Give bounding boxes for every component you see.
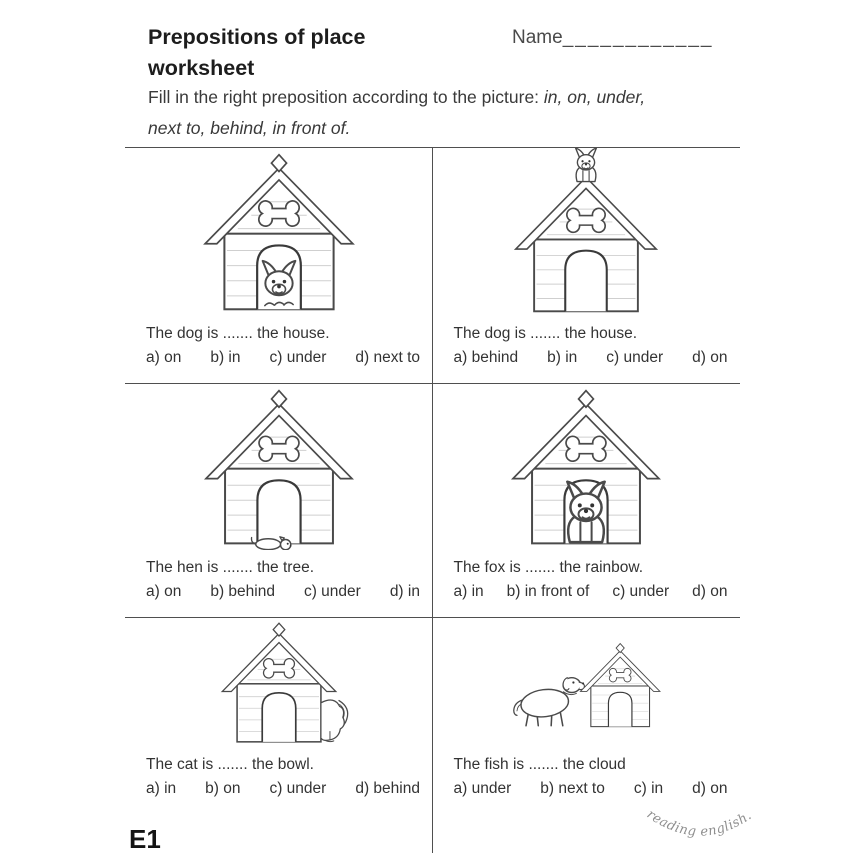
question-text: The cat is ....... the bowl. — [146, 756, 314, 773]
dog-next-to-house-icon — [513, 676, 586, 727]
question-text: The dog is ....... the house. — [453, 325, 638, 342]
option-b[interactable]: b) on — [205, 780, 241, 797]
exercise-grid: The dog is ....... the house. a) on b) i… — [125, 147, 740, 853]
animal-behind-house-icon — [320, 699, 349, 743]
dog-on-roof-icon — [575, 148, 598, 183]
roof-finial-icon — [272, 622, 286, 637]
roof-finial-icon — [577, 389, 595, 409]
grid-center-divider — [432, 147, 433, 853]
option-a[interactable]: a) on — [146, 583, 182, 600]
instructions: Fill in the right preposition according … — [148, 82, 748, 144]
instructions-regular: Fill in the right preposition according … — [148, 87, 544, 107]
options-row: a) under b) next to c) in d) on — [454, 777, 728, 801]
option-c[interactable]: c) under — [269, 780, 327, 797]
exercise-cell-1: The dog is ....... the house. a) on b) i… — [125, 148, 433, 383]
question-block-3: The hen is ....... the tree. a) on b) be… — [125, 556, 433, 617]
page-title: Prepositions of place worksheet — [148, 22, 365, 84]
option-a[interactable]: a) in — [453, 583, 484, 600]
roof-finial-icon — [615, 643, 625, 654]
reading-english-watermark: reading english. — [644, 807, 755, 840]
question-block-5: The cat is ....... the bowl. a) in b) on… — [125, 753, 433, 853]
option-a[interactable]: a) in — [146, 780, 177, 797]
question-text: The hen is ....... the tree. — [146, 559, 315, 576]
page-title-line2: worksheet — [148, 56, 255, 80]
exercise-cell-2: The dog is ....... the house. a) behind … — [433, 148, 741, 383]
option-b[interactable]: b) in front of — [506, 583, 590, 600]
doghouse-dog-in-illustration — [203, 153, 354, 311]
option-c[interactable]: c) under — [612, 583, 670, 600]
option-c[interactable]: c) in — [633, 780, 664, 797]
option-b[interactable]: b) next to — [540, 780, 605, 797]
doghouse-icon — [221, 632, 337, 743]
exercise-cell-3: The hen is ....... the tree. a) on b) be… — [125, 384, 433, 617]
doghouse-dog-nextto-illustration — [513, 643, 661, 728]
option-c[interactable]: c) under — [303, 583, 361, 600]
watermark-text: reading english. — [644, 807, 754, 840]
option-d[interactable]: d) on — [692, 780, 728, 797]
option-c[interactable]: c) under — [269, 349, 327, 366]
doghouse-dog-on-illustration — [514, 148, 658, 313]
roof-finial-icon — [270, 389, 288, 409]
instructions-italic-1: in, on, under, — [543, 87, 646, 107]
options-row: a) on b) in c) under d) next to — [146, 346, 420, 370]
instructions-italic-2: next to, behind, in front of. — [148, 118, 351, 138]
svg-text:reading english.: reading english. — [644, 807, 755, 840]
grid-row-2: The hen is ....... the tree. a) on b) be… — [125, 383, 740, 617]
doghouse-icon — [514, 176, 658, 313]
option-a[interactable]: a) on — [146, 349, 182, 366]
question-text: The fish is ....... the cloud — [453, 756, 626, 773]
doghouse-icon — [580, 650, 661, 728]
exercise-cell-6: The fish is ....... the cloud a) under b… — [433, 618, 741, 853]
option-a[interactable]: a) under — [453, 780, 512, 797]
name-blank-field[interactable]: ____________ — [562, 27, 714, 48]
question-text: The dog is ....... the house. — [146, 325, 330, 342]
pup-under-house-icon — [250, 536, 292, 550]
exercise-cell-5: The cat is ....... the bowl. a) in b) on… — [125, 618, 433, 853]
question-block-1: The dog is ....... the house. a) on b) i… — [125, 322, 433, 383]
option-d[interactable]: d) on — [692, 583, 728, 600]
option-d[interactable]: d) in — [389, 583, 420, 600]
question-block-4: The fox is ....... the rainbow. a) in b)… — [433, 556, 741, 617]
page-title-line1: Prepositions of place — [148, 25, 366, 49]
option-c[interactable]: c) under — [606, 349, 664, 366]
option-d[interactable]: d) on — [692, 349, 728, 366]
option-b[interactable]: b) in — [210, 349, 241, 366]
doghouse-icon — [204, 402, 353, 545]
option-d[interactable]: d) next to — [355, 349, 420, 366]
name-label: Name — [512, 27, 563, 48]
option-b[interactable]: b) in — [547, 349, 578, 366]
option-b[interactable]: b) behind — [210, 583, 275, 600]
grid-row-1: The dog is ....... the house. a) on b) i… — [125, 147, 740, 383]
options-row: a) behind b) in c) under d) on — [454, 346, 728, 370]
option-a[interactable]: a) behind — [453, 349, 519, 366]
options-row: a) in b) in front of c) under d) on — [454, 580, 728, 604]
question-block-6: The fish is ....... the cloud a) under b… — [433, 753, 741, 853]
question-block-2: The dog is ....... the house. a) behind … — [433, 322, 741, 383]
question-text: The fox is ....... the rainbow. — [453, 559, 644, 576]
option-d[interactable]: d) behind — [355, 780, 420, 797]
doghouse-dog-infront-illustration — [512, 389, 661, 545]
options-row: a) in b) on c) under d) behind — [146, 777, 420, 801]
level-badge: E1 — [129, 824, 161, 854]
roof-finial-icon — [270, 153, 288, 173]
exercise-cell-4: The fox is ....... the rainbow. a) in b)… — [433, 384, 741, 617]
doghouse-pup-under-illustration — [204, 389, 353, 550]
doghouse-animal-behind-illustration — [221, 622, 349, 743]
options-row: a) on b) behind c) under d) in — [146, 580, 420, 604]
name-line: Name____________ — [512, 27, 714, 49]
